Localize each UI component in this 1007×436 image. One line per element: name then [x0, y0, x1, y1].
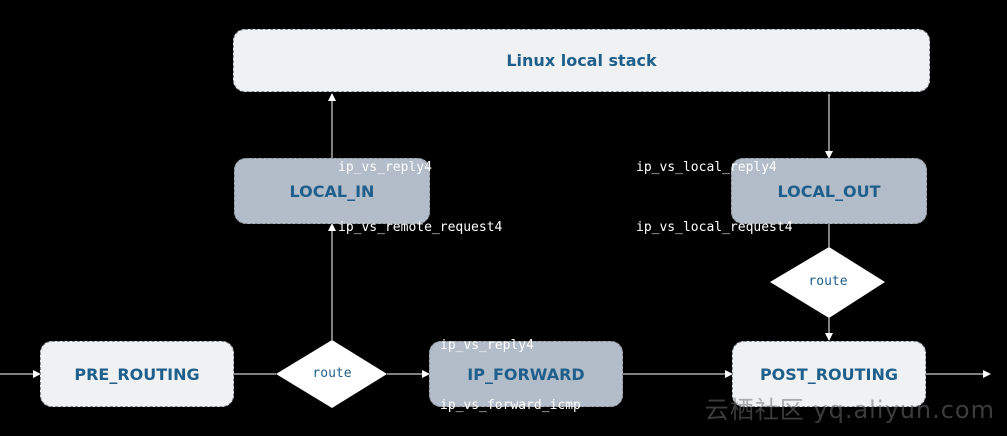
watermark: 云栖社区 yq.aliyun.com — [704, 396, 995, 424]
ip-forward-node: IP_FORWARD — [429, 341, 623, 407]
pre-routing-node: PRE_ROUTING — [40, 341, 234, 407]
hook-label: ip_vs_reply4 — [338, 160, 432, 175]
route-diamond-left — [276, 340, 387, 408]
pre-routing-label: PRE_ROUTING — [74, 364, 200, 384]
ip-forward-hooks: ip_vs_reply4 ip_vs_forward_icmp — [440, 296, 581, 436]
hook-label: ip_vs_local_request4 — [636, 220, 793, 235]
local-out-hooks: ip_vs_local_reply4 ip_vs_local_request4 — [636, 118, 793, 258]
post-routing-node: POST_ROUTING — [732, 341, 926, 407]
ip-forward-label: IP_FORWARD — [467, 364, 585, 384]
route-label-left: route — [312, 366, 352, 381]
hook-label: ip_vs_reply4 — [440, 338, 534, 353]
local-in-node: LOCAL_IN — [234, 158, 430, 224]
route-label-right: route — [808, 274, 848, 289]
local-in-hooks: ip_vs_reply4 ip_vs_remote_request4 — [338, 118, 502, 258]
hook-label: ip_vs_local_reply4 — [636, 160, 777, 175]
local-in-label: LOCAL_IN — [289, 181, 375, 201]
linux-local-stack-node: Linux local stack — [233, 29, 930, 92]
local-out-node: LOCAL_OUT — [731, 158, 927, 224]
hook-label: ip_vs_forward_icmp — [440, 398, 581, 413]
post-routing-label: POST_ROUTING — [759, 364, 899, 384]
linux-local-stack-label: Linux local stack — [506, 51, 657, 70]
local-out-label: LOCAL_OUT — [777, 181, 881, 201]
route-diamond-right — [770, 247, 885, 318]
hook-label: ip_vs_remote_request4 — [338, 220, 503, 235]
